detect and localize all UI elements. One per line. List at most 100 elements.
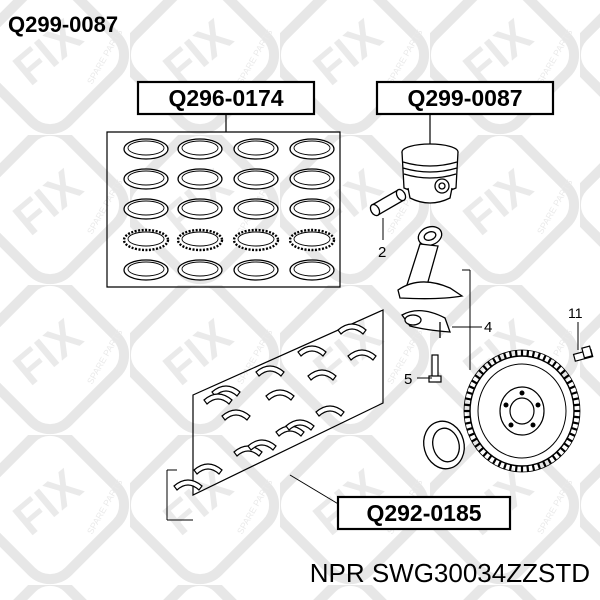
flywheel-tooth <box>478 369 485 376</box>
flywheel-tooth <box>537 352 541 360</box>
flywheel-tooth <box>474 374 481 380</box>
piston-ring-inner <box>181 200 219 216</box>
piston-ring <box>289 198 335 220</box>
piston-ring-inner <box>127 140 165 156</box>
flywheel-tooth <box>569 385 576 390</box>
piston-ring-inner <box>181 140 219 156</box>
piston-ring-inner <box>293 200 331 216</box>
piston-ring <box>123 168 169 190</box>
bearing-shell <box>285 419 315 431</box>
flywheel-tooth <box>492 357 497 364</box>
bearing-shells-group <box>173 323 377 491</box>
bearing-shells-set <box>166 309 384 521</box>
piston-ring-inner <box>181 261 219 277</box>
piston-ring-inner <box>237 261 275 277</box>
flywheel-tooth <box>551 454 557 461</box>
flywheel-tooth <box>482 451 489 458</box>
flywheel-tooth <box>572 397 579 401</box>
piston-drawing <box>401 143 459 204</box>
flywheel-tooth <box>468 432 475 437</box>
bearing-shell <box>173 479 203 491</box>
flywheel-tooth <box>566 437 573 443</box>
rod-number-label: 4 <box>484 319 492 336</box>
flywheel-tooth <box>514 465 518 472</box>
bearing-shell <box>315 405 345 417</box>
bearing-shell <box>233 445 263 457</box>
flywheel-tooth <box>542 460 547 468</box>
flywheel-tooth <box>508 351 513 358</box>
ring-grid <box>122 138 336 281</box>
flywheel-tooth <box>547 458 552 465</box>
flywheel-tooth <box>464 415 471 419</box>
flywheel-tooth <box>571 426 578 431</box>
piston-ring-inner <box>127 200 165 216</box>
bearing-shell <box>275 425 305 437</box>
flywheel-tooth <box>487 454 493 461</box>
piston-ring-set <box>106 131 341 288</box>
flywheel-tooth <box>542 354 547 362</box>
flywheel-tooth <box>474 442 481 448</box>
bearing-shell <box>347 349 377 361</box>
flywheel-tooth <box>555 451 562 458</box>
piston-ring <box>233 168 279 190</box>
flywheel-tooth <box>464 403 471 407</box>
flywheel-rim <box>463 349 581 473</box>
piston-ring <box>177 138 223 160</box>
flywheel-tooth <box>559 369 566 376</box>
piston-ring <box>233 198 279 220</box>
piston-ring <box>177 259 223 281</box>
bearing-shell <box>211 385 241 397</box>
piston-ring <box>177 198 223 220</box>
flywheel-tooth <box>573 415 580 419</box>
flywheel-tooth <box>555 364 562 371</box>
connecting-rod-drawing <box>397 225 464 338</box>
piston-ring-inner <box>293 170 331 186</box>
flywheel-tooth <box>465 397 472 401</box>
rings-callout: Q296-0174 <box>136 80 316 132</box>
page-title: Q299-0087 <box>8 12 118 37</box>
flywheel-tooth <box>547 357 552 364</box>
flywheel-tooth <box>537 462 541 470</box>
bearing-shell <box>247 439 277 451</box>
bearing-shell <box>203 393 233 405</box>
piston-ring-inner <box>293 231 331 247</box>
flywheel-tooth <box>573 403 580 407</box>
flywheel-tooth <box>563 374 570 380</box>
bearing-shell <box>193 463 223 475</box>
flywheel-bolt-drawing <box>572 345 594 362</box>
flywheel-tooth <box>492 458 497 465</box>
flywheel-tooth <box>487 361 493 368</box>
flywheel-tooth <box>572 421 579 425</box>
bearing-shell <box>255 365 285 377</box>
piston-ring-inner <box>293 261 331 277</box>
flywheel-tooth <box>497 460 502 468</box>
flywheel-tooth <box>471 379 478 385</box>
piston-ring <box>123 198 169 220</box>
rod-bolt-drawing <box>428 354 442 383</box>
flywheel-tooth <box>563 442 570 448</box>
piston-ring <box>177 168 223 190</box>
product-code: NPR SWG30034ZZSTD <box>310 558 590 588</box>
piston-ring <box>123 138 169 160</box>
bearing-shell <box>221 409 251 421</box>
flywheel-tooth <box>551 361 557 368</box>
piston-ring <box>122 228 170 252</box>
piston-ring-inner <box>127 261 165 277</box>
piston-ring <box>289 259 335 281</box>
flywheel-tooth <box>497 354 502 362</box>
bearing-shell <box>337 323 367 335</box>
flywheel-tooth <box>503 352 507 360</box>
flywheel-tooth <box>508 464 513 471</box>
flywheel-tooth <box>514 350 518 357</box>
bearing-shell <box>307 369 337 381</box>
flywheel-drawing <box>463 349 581 473</box>
piston-ring <box>123 259 169 281</box>
bearing-shell <box>265 389 295 401</box>
flywheel-tooth <box>526 350 530 357</box>
piston-ring <box>288 228 336 252</box>
bearings-callout: Q292-0185 <box>336 495 512 531</box>
flywheel-tooth <box>466 391 473 396</box>
flywheel-tooth <box>531 351 536 358</box>
piston-ring-inner <box>237 170 275 186</box>
